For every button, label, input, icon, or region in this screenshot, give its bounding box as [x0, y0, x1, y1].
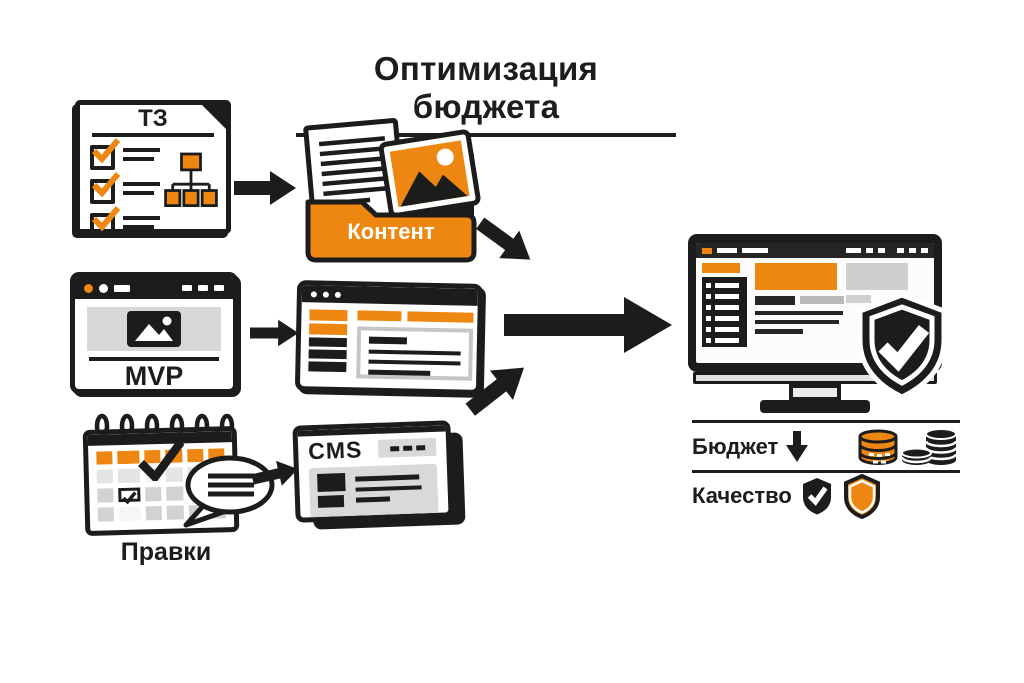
spec-document-card: ТЗ: [75, 100, 231, 238]
admin-panel-window: [294, 280, 484, 395]
shield-orange-icon: [843, 473, 880, 519]
checkbox-checked-icon: [90, 206, 121, 238]
divider: [692, 420, 960, 423]
divider: [92, 133, 214, 137]
cms-card: CMS: [292, 420, 454, 523]
spec-title: ТЗ: [138, 105, 168, 132]
side-widget-block: [846, 263, 908, 290]
divider: [89, 357, 219, 361]
monitor-stand-neck: [789, 384, 841, 401]
menu-dash-icon: [198, 285, 208, 291]
photo-icon: [127, 311, 181, 347]
mvp-label: MVP: [124, 361, 184, 391]
sidebar-header-block: [702, 263, 740, 273]
cms-content-panel: [308, 463, 439, 523]
arrow-spec-to-content-icon: [234, 171, 296, 205]
shield-check-small-icon: [802, 477, 831, 514]
checklist: [90, 138, 160, 238]
image-placeholder: [87, 307, 221, 351]
website-monitor-group: [688, 234, 958, 420]
menu-dash-icon: [214, 285, 224, 291]
coins-icon: [858, 427, 958, 465]
monitor-stand-base: [760, 400, 870, 413]
arrow-content-to-site-icon: [475, 217, 531, 260]
checkbox-checked-icon: [90, 172, 121, 204]
window-dot-icon: [322, 291, 329, 298]
folder-with-media-icon: [303, 118, 481, 263]
budget-label: Бюджет: [692, 433, 779, 459]
content-label: Контент: [347, 219, 435, 244]
window-dot-icon: [99, 283, 108, 293]
menu-chip: [377, 437, 437, 458]
window-dot-icon: [84, 283, 93, 293]
mvp-browser-window: MVP: [70, 272, 238, 394]
content-folder-group: Контент: [296, 114, 486, 266]
cms-window-group: CMS: [292, 420, 474, 537]
checkbox-checked-icon: [90, 138, 121, 170]
window-control-icon: [114, 284, 130, 292]
quality-label: Качество: [692, 482, 792, 508]
arrow-down-icon: [786, 430, 809, 462]
admin-content-box: [356, 326, 474, 381]
calendar-checked-day: [118, 487, 141, 505]
calendar-icon: [82, 426, 240, 536]
folded-corner-icon: [201, 104, 227, 130]
browser-titlebar: [75, 277, 233, 299]
page-title: Оптимизация бюджета: [296, 50, 676, 137]
thumbnail-block: [317, 472, 346, 492]
site-navbar: [696, 243, 934, 258]
site-logo-icon: [702, 247, 712, 254]
comment-bubble-icon: [183, 455, 275, 528]
divider: [692, 470, 960, 473]
checklist-row: [90, 172, 160, 204]
edits-calendar-group: Правки: [82, 413, 276, 571]
arrow-main-flow-icon: [504, 297, 672, 353]
menu-dash-icon: [182, 285, 192, 291]
hero-banner-block: [755, 263, 837, 290]
shield-check-icon: [857, 292, 947, 400]
window-dot-icon: [310, 290, 317, 297]
big-checkmark-icon: [138, 439, 184, 481]
org-chart-icon: [164, 152, 218, 208]
budget-row: Бюджет: [692, 423, 960, 470]
admin-tab: [357, 310, 402, 322]
admin-sidebar-menu: [308, 309, 348, 373]
site-sidebar: [702, 277, 747, 347]
edits-label: Правки: [120, 538, 212, 566]
arrow-cms-to-site-icon: [465, 367, 525, 416]
thumbnail-block: [317, 495, 345, 508]
cms-label: CMS: [307, 436, 363, 465]
window-dot-icon: [334, 291, 341, 298]
arrow-edits-to-cms-icon: [251, 460, 298, 486]
checklist-row: [90, 138, 160, 170]
results-block: Бюджет: [692, 420, 960, 519]
arrow-mvp-to-admin-icon: [250, 319, 299, 347]
checklist-row: [90, 206, 160, 238]
admin-tab: [407, 311, 474, 323]
quality-row: Качество: [692, 473, 960, 519]
